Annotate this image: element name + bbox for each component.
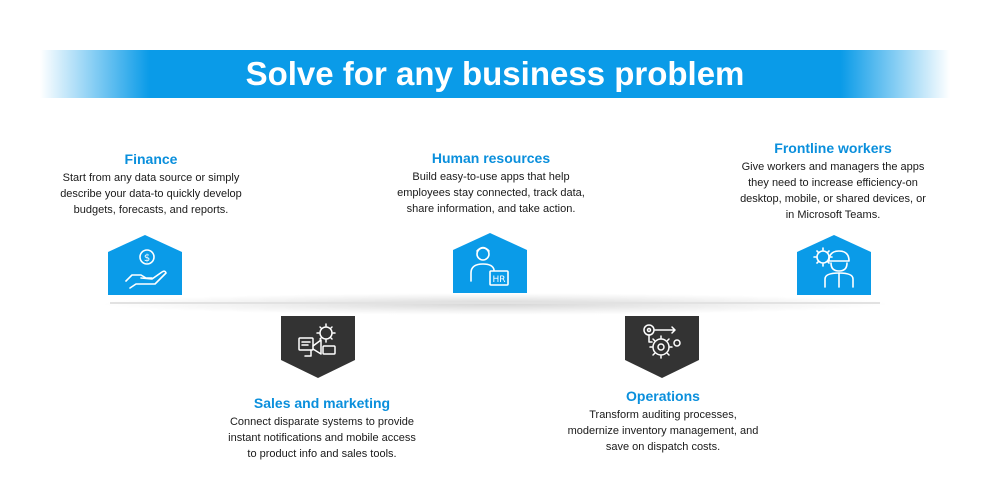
title-banner: Solve for any business problem — [40, 50, 950, 98]
sales-icon-badge — [281, 316, 355, 378]
hand-dollar-icon: $ — [108, 235, 182, 295]
megaphone-gear-icon — [281, 316, 355, 378]
hr-person-icon: HR — [453, 233, 527, 293]
operations-line-3: save on dispatch costs. — [605, 441, 721, 453]
frontline-section: Frontline workers Give workers and manag… — [713, 140, 953, 223]
operations-title: Operations — [626, 388, 700, 404]
finance-title: Finance — [124, 151, 178, 167]
sales-line-3: to product info and sales tools. — [247, 448, 397, 460]
hr-description: Build easy-to-use apps that help employe… — [371, 169, 611, 217]
finance-line-3: budgets, forecasts, and reports. — [73, 204, 229, 216]
timeline-line — [110, 302, 880, 304]
hr-section: Human resources Build easy-to-use apps t… — [371, 150, 611, 217]
operations-line-1: Transform auditing processes, — [589, 409, 737, 421]
frontline-line-3: desktop, mobile, or shared devices, or — [740, 193, 926, 205]
worker-gear-icon — [797, 235, 871, 295]
finance-icon-badge: $ — [108, 235, 182, 295]
gear-process-icon — [625, 316, 699, 378]
hr-line-1: Build easy-to-use apps that help — [412, 171, 570, 183]
sales-section: Sales and marketing Connect disparate sy… — [197, 395, 447, 462]
finance-line-1: Start from any data source or simply — [62, 172, 240, 184]
frontline-line-2: they need to increase efficiency-on — [748, 177, 918, 189]
page-title: Solve for any business problem — [245, 55, 745, 92]
sales-line-1: Connect disparate systems to provide — [229, 416, 415, 428]
operations-description: Transform auditing processes, modernize … — [538, 407, 788, 455]
finance-section: Finance Start from any data source or si… — [36, 151, 266, 218]
finance-line-2: describe your data-to quickly develop — [60, 188, 242, 200]
timeline-shadow — [95, 293, 895, 315]
frontline-description: Give workers and managers the apps they … — [713, 159, 953, 223]
sales-line-2: instant notifications and mobile access — [228, 432, 416, 444]
hr-line-2: employees stay connected, track data, — [397, 187, 585, 199]
operations-line-2: modernize inventory management, and — [567, 425, 759, 437]
sales-description: Connect disparate systems to provide ins… — [197, 414, 447, 462]
operations-icon-badge — [625, 316, 699, 378]
hr-title: Human resources — [431, 150, 551, 166]
hr-badge-text: HR — [492, 275, 505, 285]
operations-section: Operations Transform auditing processes,… — [538, 388, 788, 455]
svg-text:$: $ — [144, 253, 150, 264]
sales-title: Sales and marketing — [253, 395, 391, 411]
frontline-icon-badge — [797, 235, 871, 295]
frontline-title: Frontline workers — [774, 140, 892, 156]
frontline-line-1: Give workers and managers the apps — [741, 161, 925, 173]
frontline-line-4: in Microsoft Teams. — [785, 209, 881, 221]
hr-line-3: share information, and take action. — [406, 203, 576, 215]
finance-description: Start from any data source or simply des… — [36, 170, 266, 218]
hr-icon-badge: HR — [453, 233, 527, 293]
